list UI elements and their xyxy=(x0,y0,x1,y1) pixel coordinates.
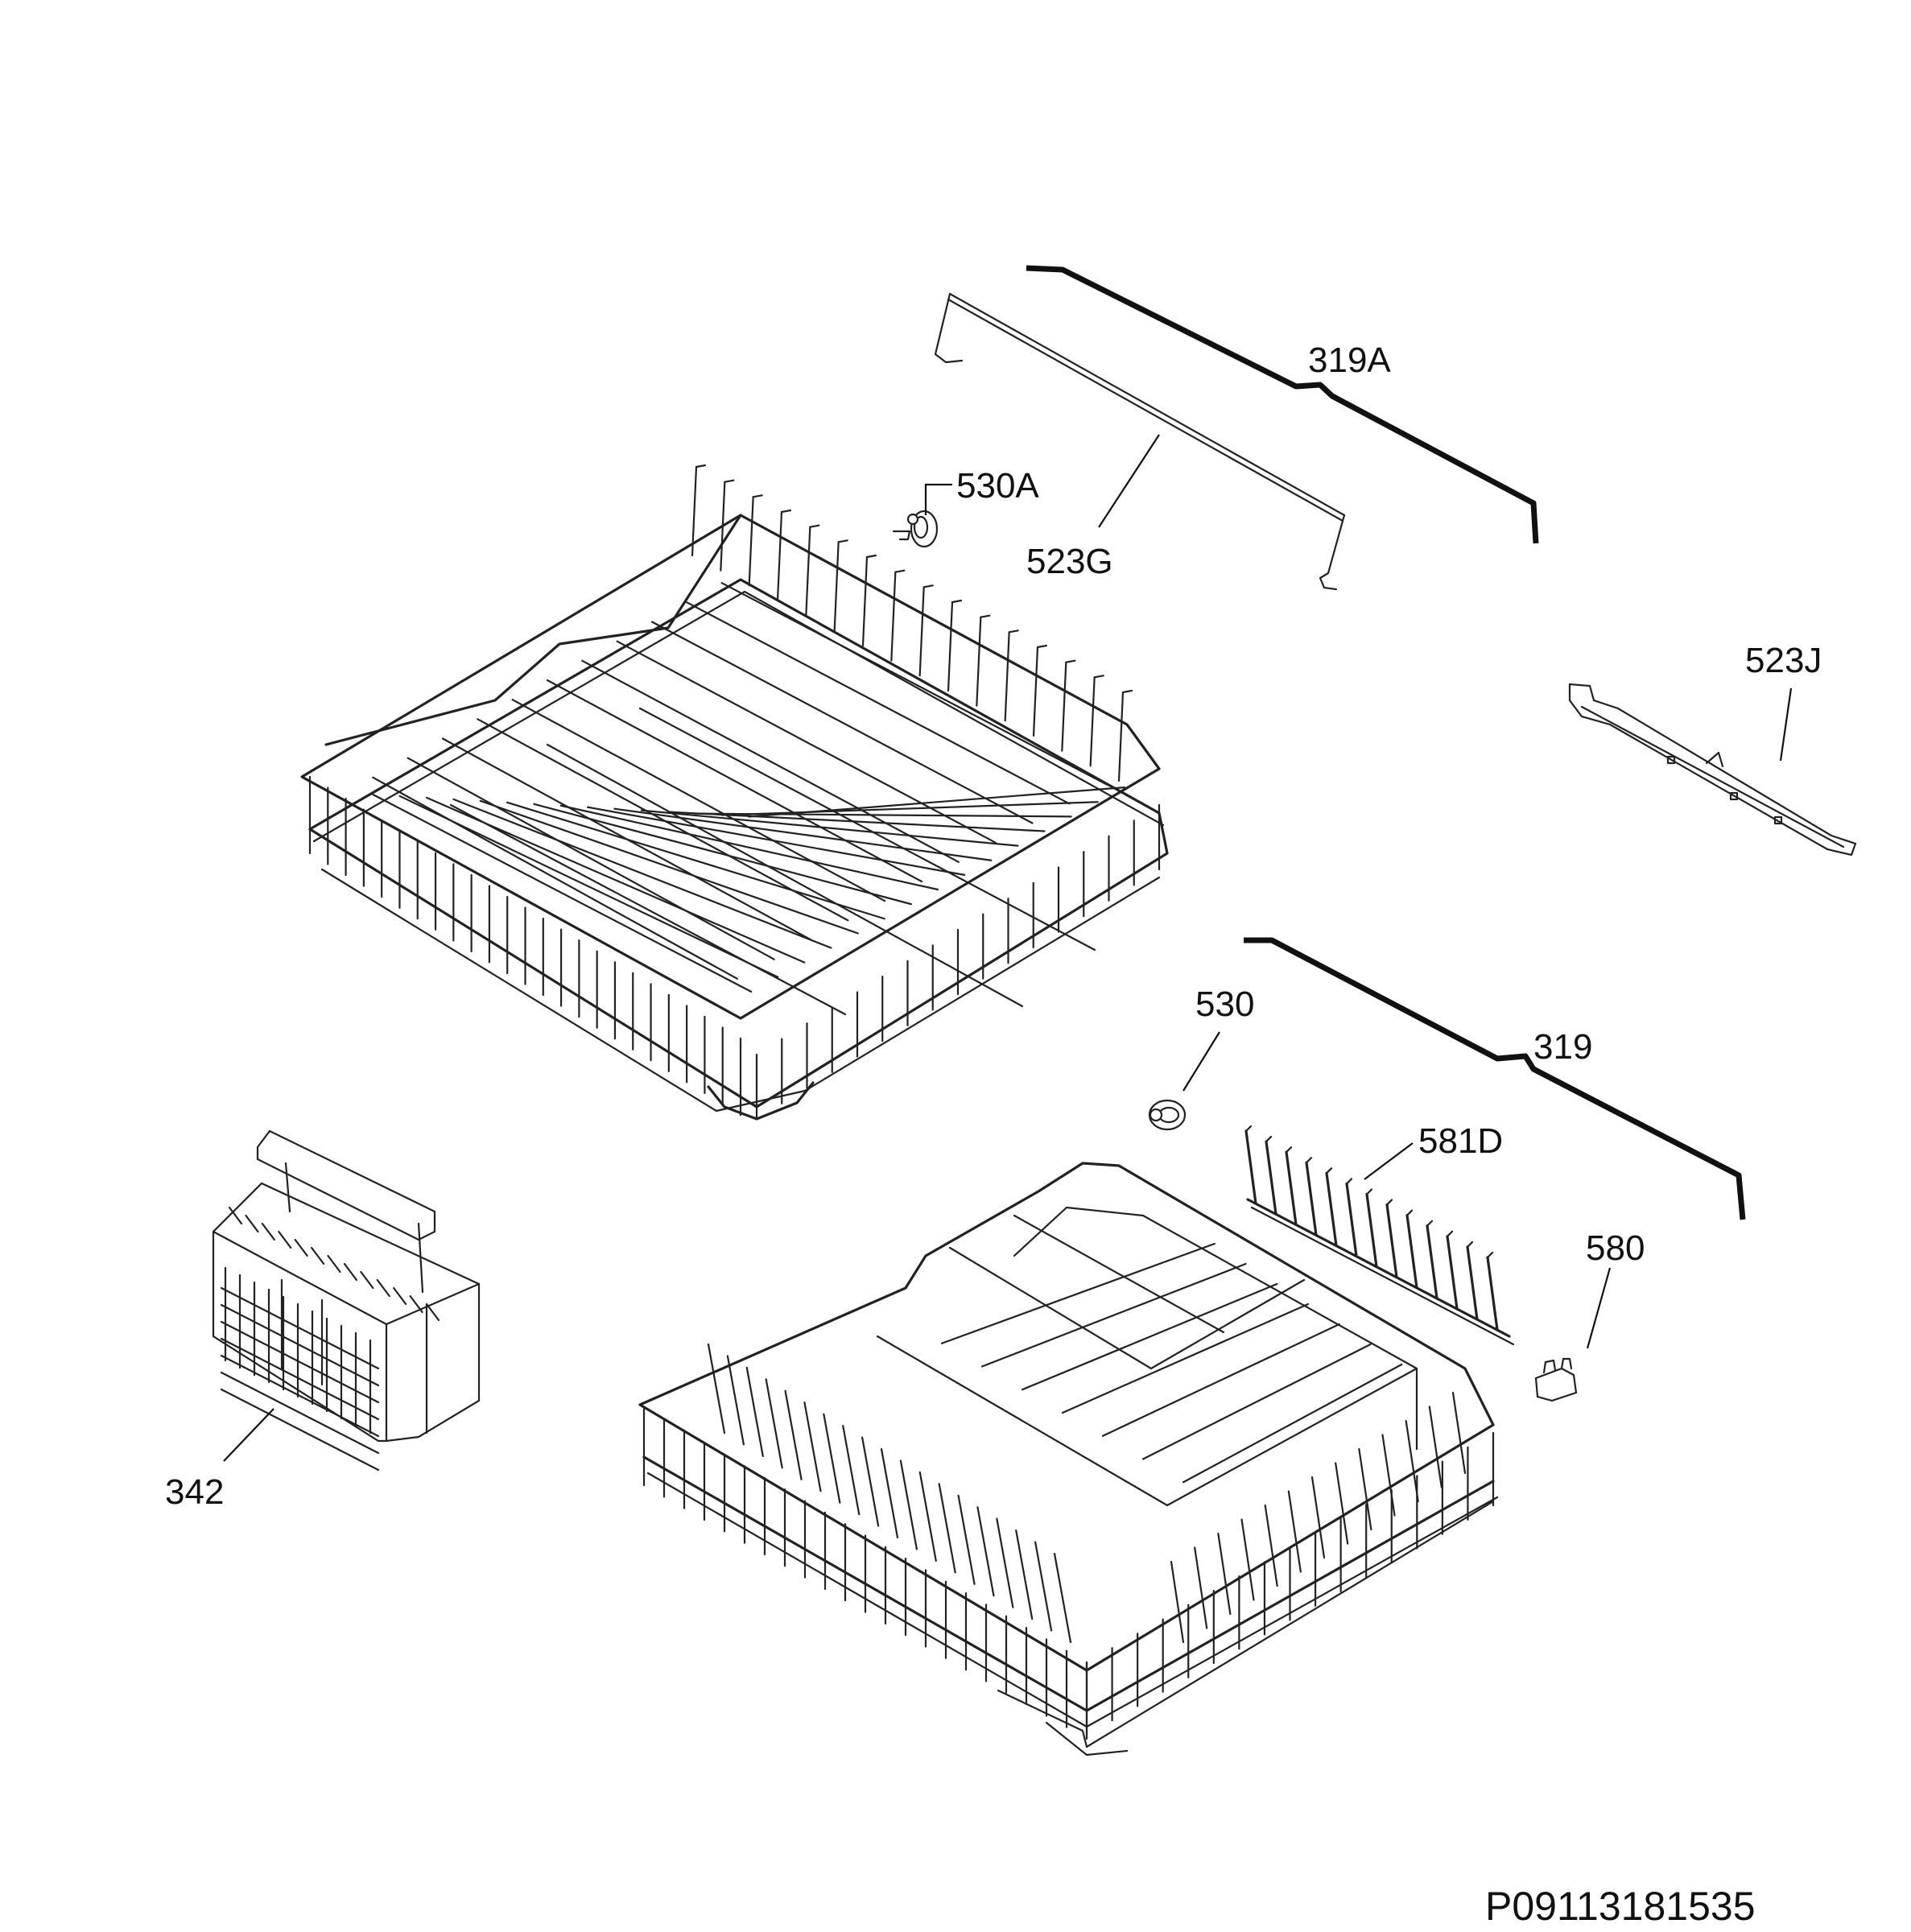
leader-580 xyxy=(1586,1267,1612,1349)
leader-523g xyxy=(1098,434,1160,528)
label-319: 319 xyxy=(1533,1027,1592,1067)
label-530: 530 xyxy=(1195,985,1254,1024)
part-530-wheel xyxy=(1148,1099,1187,1131)
label-342: 342 xyxy=(165,1472,224,1512)
drawing-code: P09113181535 xyxy=(1485,1884,1756,1929)
label-530a: 530A xyxy=(956,466,1039,506)
part-523g-handle-bar xyxy=(934,292,1346,591)
part-530a-wheel xyxy=(892,510,939,548)
label-580: 580 xyxy=(1586,1228,1645,1268)
leader-530 xyxy=(1183,1031,1220,1092)
part-581d-tine-row xyxy=(1244,1125,1515,1346)
label-581d: 581D xyxy=(1418,1121,1503,1161)
lower-basket xyxy=(638,1162,1499,1757)
leader-530a xyxy=(924,483,952,515)
leader-523j xyxy=(1779,687,1793,762)
part-labels: 319A 530A 523G 523J 530 319 581D 580 342 xyxy=(165,341,1822,1512)
part-319a-rail xyxy=(1026,265,1539,544)
label-523j: 523J xyxy=(1745,641,1822,680)
leader-581d xyxy=(1364,1142,1414,1180)
leader-lines xyxy=(223,434,1793,1462)
leader-342 xyxy=(223,1408,274,1462)
part-342-cutlery-basket xyxy=(212,1129,481,1472)
part-580-clip xyxy=(1534,1357,1578,1402)
upper-basket xyxy=(300,464,1169,1121)
label-319a: 319A xyxy=(1308,341,1391,380)
label-523g: 523G xyxy=(1026,542,1113,581)
part-523j-bracket xyxy=(1568,683,1857,857)
part-319-rail xyxy=(1244,937,1746,1220)
